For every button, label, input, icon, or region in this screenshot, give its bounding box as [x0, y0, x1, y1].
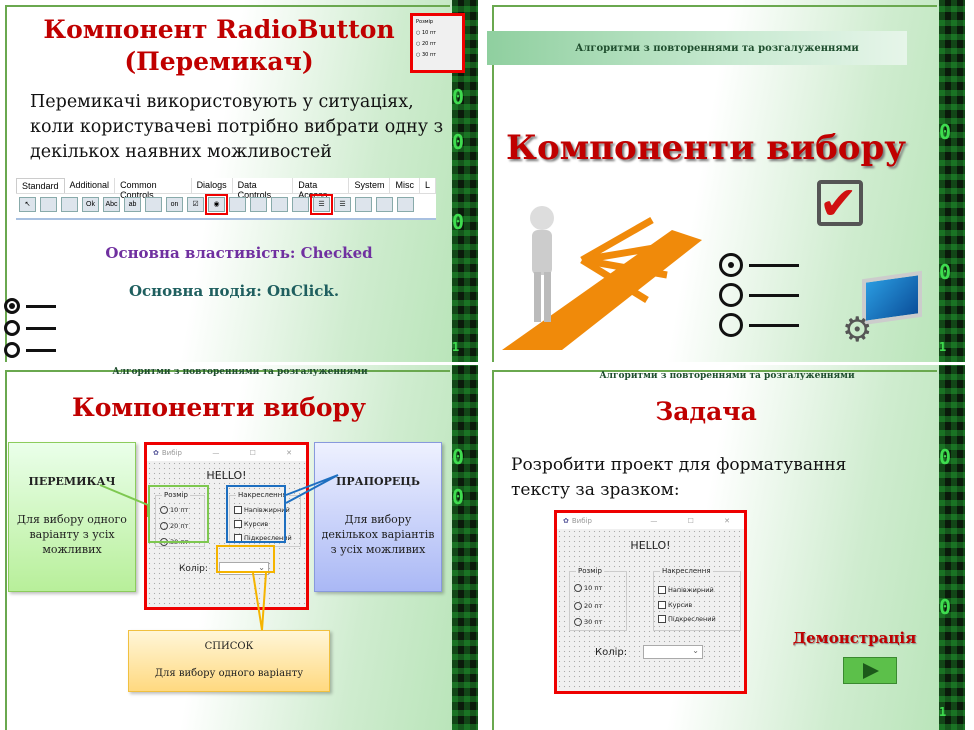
label-icon[interactable]: Abc	[103, 197, 120, 212]
palette-tab[interactable]: Additional	[65, 178, 116, 193]
slide-title: Компонент RadioButton (Перемикач)	[0, 14, 458, 78]
play-button[interactable]	[843, 657, 897, 684]
button-icon[interactable]: Ok	[82, 197, 99, 212]
form-window: ✿Вибір — ☐ ✕ HELLO! Розмір 10 пт 20 пт 30…	[554, 510, 747, 694]
mini-size-group: Розмір ○ 10 пт ○ 20 пт ○ 30 пт	[410, 13, 465, 73]
style-group: Накреслення Напівжирний Курсив Підкресле…	[653, 567, 741, 631]
palette-tab[interactable]: Common Controls	[115, 178, 192, 200]
actionlist-icon[interactable]	[397, 197, 414, 212]
combo-highlight	[216, 545, 275, 573]
task-text: Розробити проект для форматування тексту…	[511, 455, 847, 500]
palette-tab[interactable]: System	[349, 178, 391, 193]
slide-body: Перемикачі використовують у ситуаціях, к…	[30, 92, 444, 162]
title-line-1: Компонент RadioButton	[43, 15, 395, 44]
radiogroup-icon[interactable]: ☰	[310, 194, 333, 215]
main-event: Основна подія: OnClick.	[128, 282, 340, 300]
memo-icon[interactable]	[145, 197, 162, 212]
callout-text: Для вибору декількох варіантів з усіх мо…	[321, 513, 435, 556]
slide-title: Задача	[655, 397, 757, 426]
togglebox-icon[interactable]: on	[166, 197, 183, 212]
checkbox-bold[interactable]: Напівжирний	[234, 506, 290, 514]
component-palette: Standard Additional Common Controls Dial…	[16, 178, 436, 220]
app-icon: ✿	[153, 449, 159, 457]
radio-10[interactable]: 10 пт	[574, 584, 602, 592]
app-icon: ✿	[563, 517, 569, 525]
palette-tab[interactable]: Data Access	[293, 178, 350, 200]
mini-group-title: Розмір	[416, 19, 434, 25]
radio-list-icon	[719, 253, 799, 343]
window-controls[interactable]: — ☐ ✕	[650, 517, 744, 525]
checkbox-bold[interactable]: Напівжирний	[658, 586, 714, 594]
popupmenu-icon[interactable]	[61, 197, 78, 212]
mini-option[interactable]: ○ 30 пт	[416, 52, 437, 58]
window-title: Вибір	[571, 517, 592, 525]
checkbox-icon[interactable]: ☑	[187, 197, 204, 212]
person-arrows-icon	[502, 206, 702, 350]
size-group: Розмір 10 пт 20 пт 30 пт	[569, 567, 627, 631]
window-title: Вибір	[161, 449, 182, 457]
demo-label: Демонстрація	[792, 629, 917, 647]
radio-list-icon	[4, 298, 56, 362]
pointer-icon[interactable]: ↖	[19, 197, 36, 212]
callout-connectors	[99, 474, 339, 631]
slide-title: Компоненти вибору	[71, 393, 367, 422]
checkgroup-icon[interactable]: ☰	[334, 197, 351, 212]
title-line-2: (Перемикач)	[124, 47, 314, 76]
checkbox-checked-icon: ✔	[817, 180, 863, 226]
checkbox-underline[interactable]: Підкреслений	[658, 615, 716, 623]
header-text: Алгоритми з повтореннями та розгалуження…	[112, 367, 368, 377]
checkbox-callout: ПРАПОРЕЦЬ Для вибору декількох варіантів…	[314, 442, 442, 592]
checkbox-italic[interactable]: Курсив	[658, 601, 692, 609]
mini-option[interactable]: ○ 10 пт	[416, 30, 437, 36]
callout-text: Для вибору одного варіанту з усіх можлив…	[17, 513, 127, 556]
radiobutton-icon[interactable]: ◉	[205, 194, 228, 215]
callout-title: СПИСОК	[204, 641, 254, 652]
palette-tab[interactable]: Standard	[16, 178, 65, 193]
window-controls[interactable]: — ☐ ✕	[212, 449, 306, 457]
checkbox-highlight	[226, 485, 286, 543]
color-combobox[interactable]: ⌄	[643, 645, 703, 659]
header-text: Алгоритми з повтореннями та розгалуження…	[575, 43, 859, 54]
edit-icon[interactable]: ab	[124, 197, 141, 212]
callout-title: ПЕРЕМИКАЧ	[28, 475, 116, 488]
mainmenu-icon[interactable]	[40, 197, 57, 212]
frame-icon[interactable]	[376, 197, 393, 212]
combobox-icon[interactable]	[250, 197, 267, 212]
radio-20[interactable]: 20 пт	[160, 522, 188, 530]
listbox-icon[interactable]	[229, 197, 246, 212]
hello-label: HELLO!	[206, 469, 247, 482]
palette-tab[interactable]: Misc	[390, 178, 420, 193]
radio-callout: ПЕРЕМИКАЧ Для вибору одного варіанту з у…	[8, 442, 136, 592]
mini-option[interactable]: ○ 20 пт	[416, 41, 437, 47]
list-callout: СПИСОК Для вибору одного варіанту	[128, 630, 330, 692]
callout-title: ПРАПОРЕЦЬ	[336, 475, 420, 488]
groupbox-icon[interactable]	[292, 197, 309, 212]
play-icon	[863, 663, 879, 679]
color-label: Колір:	[179, 564, 208, 574]
palette-tab[interactable]: L	[420, 178, 436, 193]
header-text: Алгоритми з повтореннями та розгалуження…	[599, 371, 855, 381]
radio-10[interactable]: 10 пт	[160, 506, 188, 514]
scrollbar-icon[interactable]	[271, 197, 288, 212]
main-property: Основна властивість: Checked	[105, 244, 373, 262]
slide-title: Компоненти вибору	[506, 128, 906, 168]
callout-text: Для вибору одного варіанту	[154, 668, 304, 679]
gear-icon: ⚙	[842, 310, 873, 350]
panel-icon[interactable]	[355, 197, 372, 212]
color-label: Колір:	[595, 647, 628, 658]
checkbox-italic[interactable]: Курсив	[234, 520, 268, 528]
palette-tab[interactable]: Dialogs	[192, 178, 233, 193]
palette-tab[interactable]: Data Controls	[233, 178, 294, 200]
radio-30[interactable]: 30 пт	[574, 618, 602, 626]
hello-label: HELLO!	[630, 539, 671, 552]
radio-20[interactable]: 20 пт	[574, 602, 602, 610]
